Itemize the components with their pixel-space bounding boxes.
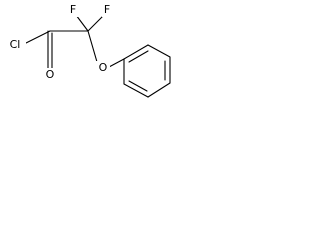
- chlorine-label-bg: [4, 37, 26, 52]
- bond-c2-f-right: [87, 14, 105, 32]
- ring-bond-5: [123, 83, 149, 98]
- structure-diagram: Cl F F O O: [0, 0, 227, 116]
- ring-inner-1: [128, 50, 149, 63]
- molecule-drawing: Cl F F O O: [4, 3, 171, 98]
- ring-inner-3: [128, 80, 148, 92]
- oxygen-carbonyl-label-bg: [43, 68, 57, 82]
- oxygen-ether-label: O: [99, 61, 108, 74]
- fluorine-left-label-bg: [68, 3, 79, 17]
- oxygen-carbonyl-label: O: [46, 68, 55, 81]
- oxygen-ether-label-bg: [96, 61, 110, 75]
- fluorine-right-label: F: [104, 3, 110, 16]
- ring-bond-4: [147, 82, 171, 98]
- atom-label-layer: Cl F F O O: [4, 3, 113, 82]
- fluorine-right-label-bg: [102, 3, 113, 17]
- ring-bond-1: [123, 44, 149, 60]
- bond-c2-f-left: [75, 14, 89, 32]
- bond-cl-c1: [21, 30, 51, 46]
- phenyl-ring: [123, 44, 171, 98]
- bond-o-phenyl: [108, 58, 125, 68]
- ring-bond-2: [147, 44, 171, 58]
- chlorine-label: Cl: [10, 38, 21, 51]
- fluorine-left-label: F: [70, 3, 76, 16]
- bond-c2-o-ether: [87, 30, 98, 63]
- bond-layer: [21, 14, 171, 98]
